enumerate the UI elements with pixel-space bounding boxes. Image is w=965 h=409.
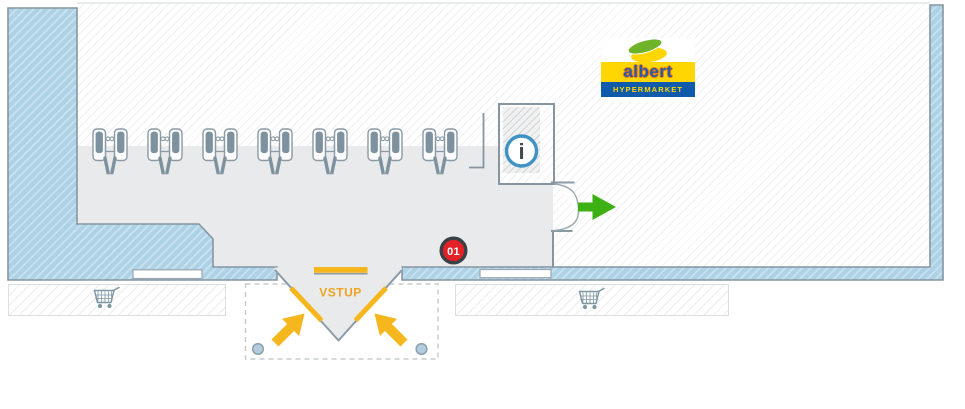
cart-zone-right bbox=[455, 284, 729, 316]
wall-recess-right bbox=[479, 268, 552, 279]
cart-zone-left bbox=[8, 284, 226, 316]
logo-brand: albert bbox=[601, 62, 695, 82]
wall-recess-left bbox=[132, 269, 203, 280]
marker-01[interactable]: 01 bbox=[439, 236, 468, 265]
entrance-barrier-left bbox=[289, 286, 324, 323]
wall-right-outline bbox=[401, 4, 944, 281]
shopping-cart-icon bbox=[93, 286, 120, 309]
arrow-up-right-icon bbox=[266, 304, 314, 352]
albert-logo: albert HYPERMARKET bbox=[601, 36, 695, 102]
entrance-markings bbox=[266, 267, 413, 352]
marker-label: 01 bbox=[447, 246, 460, 258]
logo-subtitle: HYPERMARKET bbox=[601, 82, 695, 97]
bollard-dot-right bbox=[415, 342, 428, 356]
entrance-hall-floor bbox=[77, 146, 553, 341]
info-point[interactable]: i bbox=[504, 134, 539, 168]
info-glyph: i bbox=[518, 139, 524, 164]
entrance-barrier-right bbox=[353, 286, 388, 323]
info-icon[interactable] bbox=[504, 134, 539, 168]
bollard-dot-left bbox=[251, 342, 265, 356]
double-swing-door-icon bbox=[551, 181, 580, 267]
entrance-label: VSTUP bbox=[319, 286, 362, 300]
wall-left-outline bbox=[7, 7, 278, 281]
marker-badge[interactable] bbox=[439, 236, 468, 265]
info-kiosk-outline bbox=[498, 103, 555, 185]
arrow-up-left-icon bbox=[365, 304, 413, 352]
shopping-cart-icon bbox=[578, 287, 605, 310]
checkout-divider-line bbox=[469, 113, 485, 169]
arrow-right-icon bbox=[578, 194, 616, 220]
entrance-vestibule bbox=[275, 267, 402, 341]
entrance-gate-bar bbox=[314, 267, 368, 273]
logo-leaf-icon bbox=[601, 36, 695, 65]
entrance-zone-dashed-outline bbox=[244, 283, 439, 360]
